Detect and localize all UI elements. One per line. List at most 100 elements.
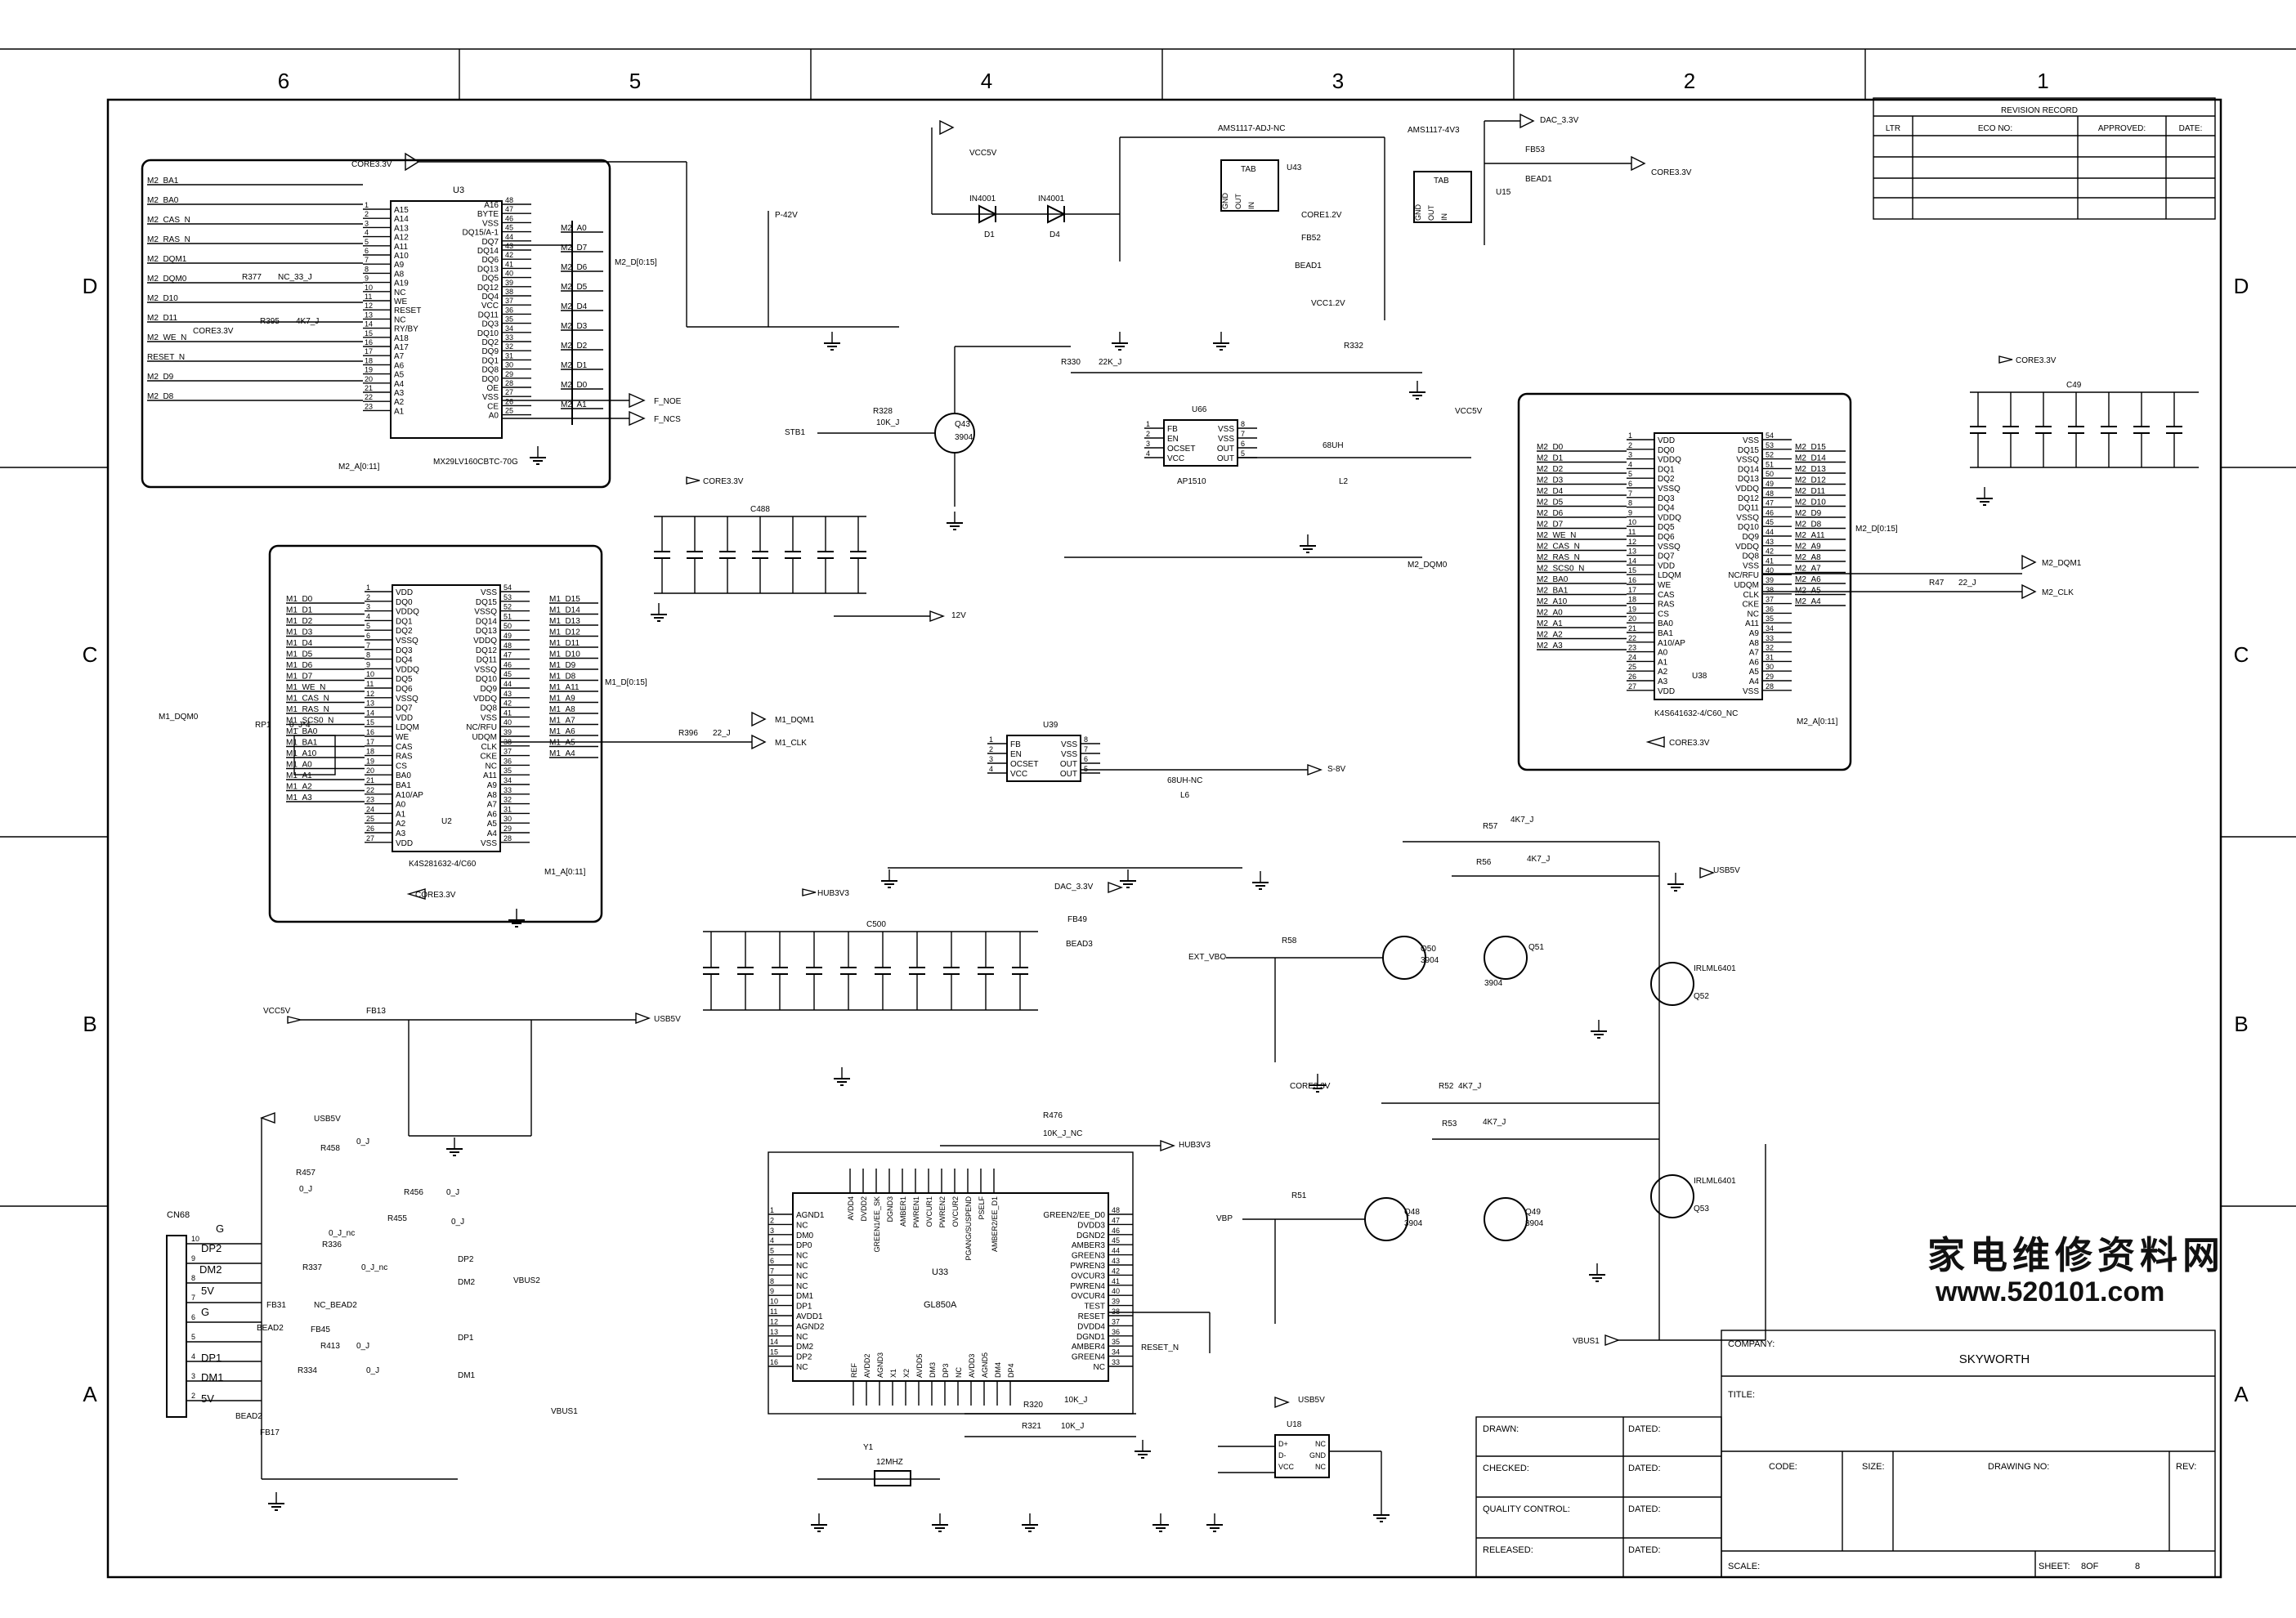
pin-number: 2: [770, 1216, 774, 1224]
pin-label: A2: [1658, 668, 1668, 677]
pin-number: 37: [505, 297, 513, 305]
p42-net: P-42V: [775, 211, 798, 220]
v12-net: 12V: [951, 611, 966, 620]
pin-label: DQ10: [477, 329, 499, 338]
pin-label: RY/BY: [394, 325, 418, 334]
row-label-right: A: [2234, 1382, 2249, 1406]
pin-label: DQ4: [396, 656, 413, 665]
pin-label: VCC: [481, 302, 499, 311]
pin-number: 47: [1766, 499, 1774, 507]
pin-number: 41: [505, 260, 513, 268]
r321-val: 10K_J: [1061, 1422, 1084, 1431]
connector-pin-number: 4: [191, 1352, 195, 1361]
pin-label: DGND2: [1076, 1231, 1105, 1240]
dac33-net: DAC_3.3V: [1540, 116, 1579, 125]
pin-number: 4: [989, 765, 993, 773]
pin-label: AVDD2: [863, 1354, 871, 1378]
u3-part: MX29LV160CBTC-70G: [433, 458, 518, 467]
rp1-ref: RP1: [255, 721, 271, 730]
pin-label: DQ6: [1658, 533, 1675, 542]
r413-ref: R413: [320, 1342, 340, 1351]
pin-number: 22: [1628, 634, 1636, 642]
pin-number: 6: [1084, 755, 1088, 763]
pin-number: 7: [1628, 489, 1632, 498]
net-label: M2_D10: [1795, 498, 1826, 507]
pin-label: DQ12: [1738, 494, 1760, 503]
pin-label: A6: [394, 361, 405, 370]
pin-label: DQ14: [1738, 465, 1760, 474]
fb17-val: BEAD2: [235, 1412, 262, 1421]
u38-part: K4S641632-4/C60_NC: [1654, 709, 1738, 718]
rev-col-eco: ECO NO:: [1978, 124, 2012, 133]
pin-number: 44: [504, 680, 512, 688]
r456-ref: R456: [404, 1188, 423, 1197]
pin-label: VSS: [1743, 687, 1759, 696]
net-label: M2_D15: [1795, 443, 1826, 452]
pin-number: 14: [770, 1338, 778, 1346]
company-name: SKYWORTH: [1959, 1352, 2030, 1366]
pin-label: NC/RFU: [466, 723, 497, 732]
net-label: M1_CAS_N: [286, 695, 329, 704]
pin-number: 38: [505, 288, 513, 296]
pin-number: 11: [770, 1307, 777, 1316]
net-label: M2_D12: [1795, 476, 1826, 485]
r396-val: 22_J: [713, 729, 731, 738]
pin-number: 40: [505, 270, 513, 278]
pin-number: 45: [1766, 518, 1774, 526]
r47-ref: R47: [1929, 579, 1945, 588]
pin-label: LDQM: [396, 723, 419, 732]
pin-number: 52: [1766, 451, 1774, 459]
net-label: M2_D13: [1795, 465, 1826, 474]
pin-label: VSS: [1061, 750, 1077, 759]
l2-val: 68UH: [1323, 441, 1344, 450]
pin-number: 5: [1084, 765, 1088, 773]
pin-label: DQ13: [477, 265, 499, 274]
pin-label: DQ11: [477, 656, 498, 665]
pin-label: NC: [394, 315, 405, 324]
net-label: M2_D11: [147, 314, 177, 323]
pin-number: 16: [1628, 576, 1636, 584]
reset-n-net: RESET_N: [1141, 1343, 1179, 1352]
connector-pin-number: 3: [191, 1372, 195, 1380]
pin-label: DQ3: [396, 646, 413, 655]
cn68-ref: CN68: [167, 1210, 190, 1220]
pin-number: 27: [505, 388, 513, 396]
net-label: M1_A2: [286, 783, 312, 792]
pin-label: RAS: [396, 753, 413, 762]
pin-number: 18: [366, 748, 374, 756]
pin-label: DGND3: [886, 1196, 894, 1222]
pin-label: A14: [394, 215, 409, 224]
fb53-val: BEAD1: [1525, 175, 1552, 184]
pin-label: VSS: [1743, 561, 1759, 570]
pin-label: A12: [394, 234, 409, 243]
net-label: M2_D8: [147, 392, 174, 401]
pin-number: 6: [365, 247, 369, 255]
pin-label: VSSQ: [1736, 513, 1759, 522]
pin-label: DQ15: [476, 598, 498, 607]
pin-number: 16: [365, 338, 373, 346]
pin-label: A8: [1749, 639, 1760, 648]
row-label-left: C: [83, 642, 98, 667]
net-label: M2_A3: [1537, 641, 1563, 650]
net-label: M2_A9: [1795, 543, 1821, 552]
pin-label: DM3: [929, 1362, 937, 1378]
pin-label: A18: [394, 334, 409, 343]
pin-number: 6: [1241, 440, 1245, 448]
vbus1-net: VBUS1: [551, 1407, 578, 1416]
pin-label: OVCUR4: [1071, 1292, 1105, 1301]
pin-number: 52: [504, 603, 512, 611]
pin-number: 46: [1766, 508, 1774, 516]
checked-label: CHECKED:: [1483, 1464, 1529, 1473]
pin-number: 49: [504, 632, 512, 640]
pin-label: DQ7: [1658, 552, 1675, 561]
r455-ref: R455: [387, 1214, 407, 1223]
pin-number: 2: [1146, 430, 1150, 438]
r395-ref: R395: [260, 317, 280, 326]
net-label: M2_D5: [1537, 498, 1564, 507]
pin-label: DVDD4: [1077, 1322, 1105, 1331]
d4-val: IN4001: [1038, 194, 1065, 203]
pin-number: 29: [1766, 673, 1774, 681]
net-label: M2_RAS_N: [147, 235, 190, 244]
reg-pin-label: OUT: [1427, 205, 1435, 221]
pin-number: 24: [366, 805, 374, 813]
